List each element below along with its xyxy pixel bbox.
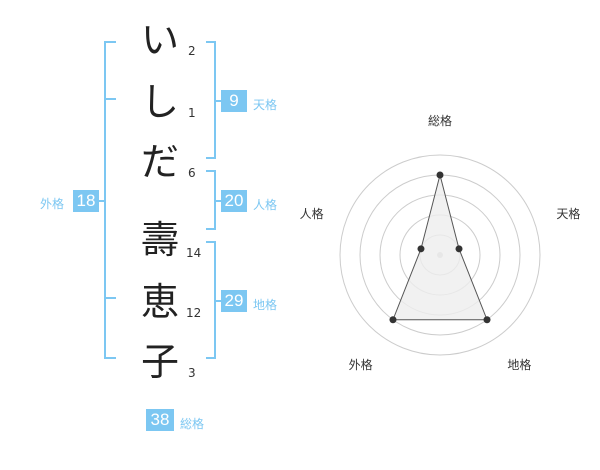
jinkaku-badge: 20 [221,190,247,212]
gaikaku-label: 外格 [40,197,65,211]
radar-point-2 [455,245,463,253]
tenkaku-badge: 9 [221,90,247,112]
stroke-count-5: 12 [186,306,202,320]
radar-chart [339,154,541,356]
radar-axis-label-5: 人格 [299,207,324,222]
radar-axis-label-3: 地格 [507,358,532,373]
jinkaku-label: 人格 [253,198,278,212]
name-char-4: 壽 [140,218,179,262]
radar-point-5 [417,245,425,253]
radar-axis-label-2: 天格 [556,207,581,222]
chikaku-label: 地格 [253,298,278,312]
soukaku-badge: 38 [146,409,174,431]
radar-point-3 [483,316,491,324]
name-char-2: し [140,80,179,124]
stroke-count-4: 14 [186,246,202,260]
stroke-count-3: 6 [188,166,196,180]
stroke-count-2: 1 [188,106,196,120]
name-char-5: 恵 [140,280,179,324]
radar-ring-5 [339,154,541,356]
radar-point-1 [436,171,444,179]
radar-polygon [392,174,488,321]
name-char-3: だ [140,140,179,184]
radar-axis-label-1: 総格 [427,114,452,128]
soukaku-label: 総格 [180,417,205,431]
radar-point-4 [389,316,397,324]
radar-axis-label-4: 外格 [348,358,373,373]
gaikaku-badge: 18 [73,190,99,212]
chikaku-badge: 29 [221,290,247,312]
stroke-count-1: 2 [188,44,196,58]
stroke-count-6: 3 [188,366,196,380]
tenkaku-label: 天格 [253,98,278,112]
name-char-1: い [140,18,179,62]
name-char-6: 子 [140,340,179,384]
